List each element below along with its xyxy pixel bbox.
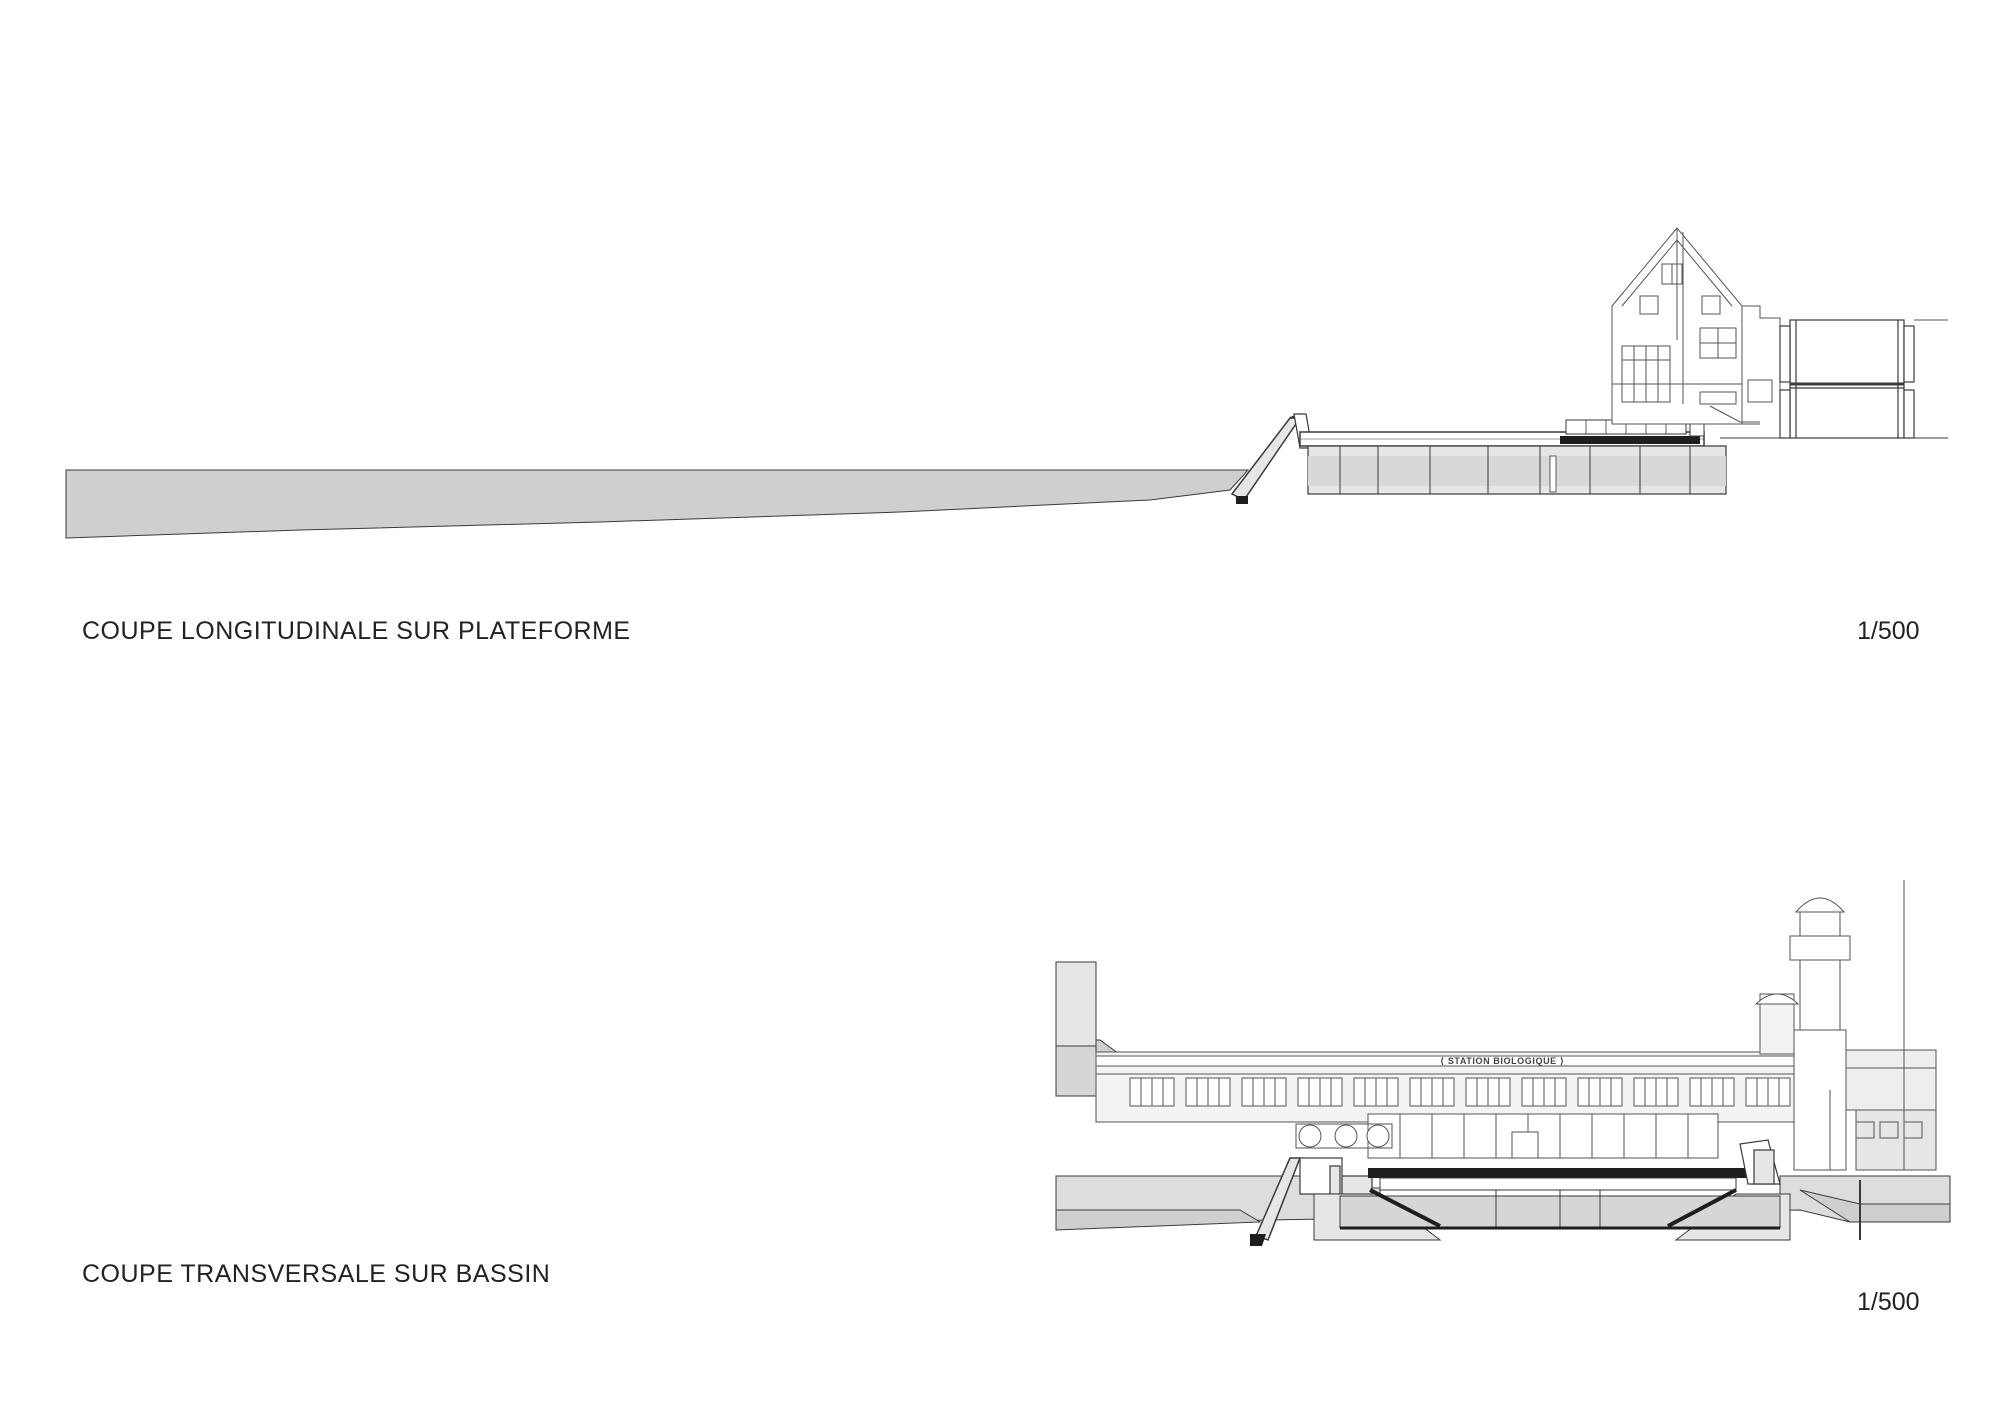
facade-window [1633, 1077, 1679, 1107]
right-pavilion [1739, 1139, 1781, 1185]
section-title-transversal: COUPE TRANSVERSALE SUR BASSIN [82, 1260, 551, 1288]
sea-wedge [65, 469, 1250, 539]
storage-tanks [1295, 1123, 1393, 1149]
longitudinal-section-drawing [65, 227, 1948, 539]
facade-window [1129, 1077, 1175, 1107]
facade-sign: ⟨ STATION BIOLOGIQUE ⟩ [1440, 1056, 1565, 1066]
slipway-ramp [1230, 417, 1302, 501]
facade-window [1745, 1077, 1791, 1107]
facade-window [1241, 1077, 1287, 1107]
facade-window [1801, 1077, 1847, 1107]
facade-window [1577, 1077, 1623, 1107]
left-ramp [1254, 1157, 1302, 1241]
facade-window [1185, 1077, 1231, 1107]
upper-window-row [1129, 1077, 1847, 1107]
ramp-foot [1236, 496, 1248, 504]
facade-window [1521, 1077, 1567, 1107]
facade-window [1409, 1077, 1455, 1107]
basin-section [1313, 1168, 1791, 1241]
dark-roof-slab [1560, 436, 1700, 444]
lighthouse-tower [1754, 880, 1937, 1171]
gabled-house [1611, 227, 1743, 425]
scale-label-longitudinal: 1/500 [1857, 617, 1920, 645]
section-title-longitudinal: COUPE LONGITUDINALE SUR PLATEFORME [82, 617, 631, 645]
scale-label-transversal: 1/500 [1857, 1288, 1920, 1316]
station-biologique-facade [1095, 1051, 1837, 1123]
sectioned-building-right [1779, 319, 1915, 439]
terrain [1055, 1175, 1951, 1231]
lower-glazing-band [1367, 1113, 1719, 1159]
facade-window [1689, 1077, 1735, 1107]
facade-window [1353, 1077, 1399, 1107]
facade-window [1465, 1077, 1511, 1107]
left-warehouse [1055, 961, 1261, 1111]
entrance-pavilion [1299, 1157, 1373, 1195]
facade-window [1297, 1077, 1343, 1107]
